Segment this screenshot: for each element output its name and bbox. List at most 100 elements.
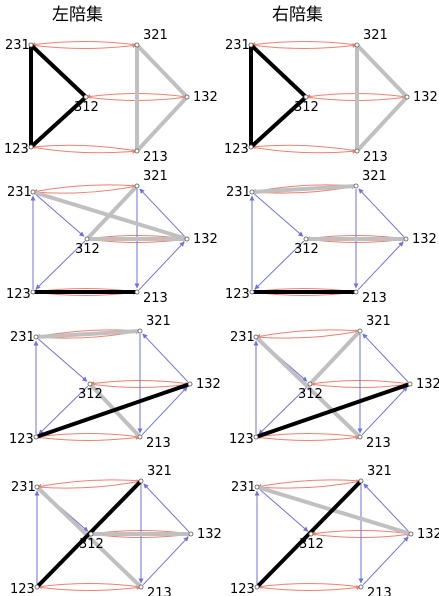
node-123: [30, 289, 36, 295]
red-231-321-arc-2: [250, 41, 358, 47]
gray-edge-231-213: [35, 485, 143, 589]
red-123-213-arc-2: [250, 144, 358, 152]
blue-213-132: [362, 536, 409, 586]
red-231-321-arc-2: [256, 479, 362, 489]
node-213: [357, 434, 363, 440]
red-231-321-arc-1: [255, 329, 361, 339]
node-213: [353, 289, 359, 295]
vertex-label-132: 132: [193, 90, 218, 105]
node-321: [138, 478, 144, 484]
blue-312-123: [254, 240, 305, 290]
vertex-label-123: 123: [224, 142, 249, 157]
red-231-321-arc-1: [36, 479, 142, 489]
vertex-label-312: 312: [79, 537, 104, 552]
black-edge-123-132: [254, 382, 412, 439]
vertex-label-132: 132: [193, 232, 218, 247]
black-edge-123-132: [34, 382, 192, 439]
vertex-label-231: 231: [11, 480, 36, 495]
node-312: [303, 94, 309, 100]
gray-edge-132-213: [355, 95, 409, 153]
red-123-213-arc-1: [36, 585, 142, 591]
blue-132-321: [139, 188, 186, 238]
vertex-label-132: 132: [416, 377, 439, 392]
vertex-label-213: 213: [147, 586, 172, 596]
node-231: [249, 189, 255, 195]
node-132: [404, 94, 410, 100]
blue-213-132: [361, 386, 408, 436]
red-231-321-arc-1: [32, 184, 138, 194]
node-321: [134, 42, 140, 48]
blue-132-321: [358, 188, 405, 238]
blue-231-312: [253, 193, 304, 237]
vertex-label-312: 312: [294, 242, 319, 257]
node-312: [84, 236, 90, 242]
vertex-label-213: 213: [362, 291, 387, 306]
blue-213-132: [357, 241, 404, 291]
red-123-213-arc-2: [256, 583, 362, 589]
vertex-label-132: 132: [197, 527, 222, 542]
node-132: [184, 236, 190, 242]
gray-edge-132-213: [135, 95, 189, 153]
vertex-label-123: 123: [4, 142, 29, 157]
node-312: [303, 236, 309, 242]
node-321: [137, 328, 143, 334]
blue-213-132: [141, 386, 188, 436]
blue-213-132: [138, 241, 185, 291]
node-132: [407, 381, 413, 387]
vertex-label-231: 231: [225, 38, 250, 53]
vertex-label-321: 321: [147, 464, 172, 479]
node-213: [358, 584, 364, 590]
node-132: [408, 531, 414, 537]
red-123-213-arc-2: [255, 433, 361, 439]
vertex-label-132: 132: [412, 232, 437, 247]
black-edge-231-312: [249, 43, 308, 99]
blue-231-312: [258, 488, 309, 532]
vertex-label-312: 312: [294, 100, 319, 115]
black-edge-231-312: [29, 43, 88, 99]
right-coset-title: 右陪集: [272, 5, 323, 25]
node-321: [134, 183, 140, 189]
node-231: [28, 42, 34, 48]
red-123-213-arc-1: [250, 146, 358, 154]
vertex-label-321: 321: [146, 314, 171, 329]
node-231: [30, 189, 36, 195]
blue-132-321: [142, 333, 189, 383]
node-312: [88, 531, 94, 537]
vertex-label-231: 231: [7, 185, 32, 200]
vertex-label-123: 123: [9, 432, 34, 447]
vertex-label-321: 321: [143, 169, 168, 184]
node-312: [87, 381, 93, 387]
vertex-label-312: 312: [298, 387, 323, 402]
red-123-213-arc-1: [30, 146, 138, 154]
node-132: [188, 531, 194, 537]
red-231-321-arc-2: [36, 479, 142, 489]
gray-edge-231-321: [250, 184, 358, 194]
vertex-label-321: 321: [362, 169, 387, 184]
vertex-label-231: 231: [10, 330, 35, 345]
vertex-label-213: 213: [146, 436, 171, 451]
node-321: [357, 328, 363, 334]
node-231: [34, 484, 40, 490]
vertex-label-312: 312: [78, 387, 103, 402]
node-213: [138, 584, 144, 590]
node-231: [33, 334, 39, 340]
red-231-321-arc-2: [32, 184, 138, 194]
node-231: [253, 334, 259, 340]
node-321: [358, 478, 364, 484]
black-edge-312-123: [249, 95, 308, 149]
node-312: [308, 531, 314, 537]
vertex-label-213: 213: [367, 586, 392, 596]
node-123: [253, 434, 259, 440]
vertex-label-213: 213: [366, 436, 391, 451]
blue-312-123: [258, 385, 309, 435]
node-132: [184, 94, 190, 100]
node-123: [249, 289, 255, 295]
node-132: [187, 381, 193, 387]
node-231: [248, 42, 254, 48]
red-123-213-arc-1: [255, 435, 361, 441]
